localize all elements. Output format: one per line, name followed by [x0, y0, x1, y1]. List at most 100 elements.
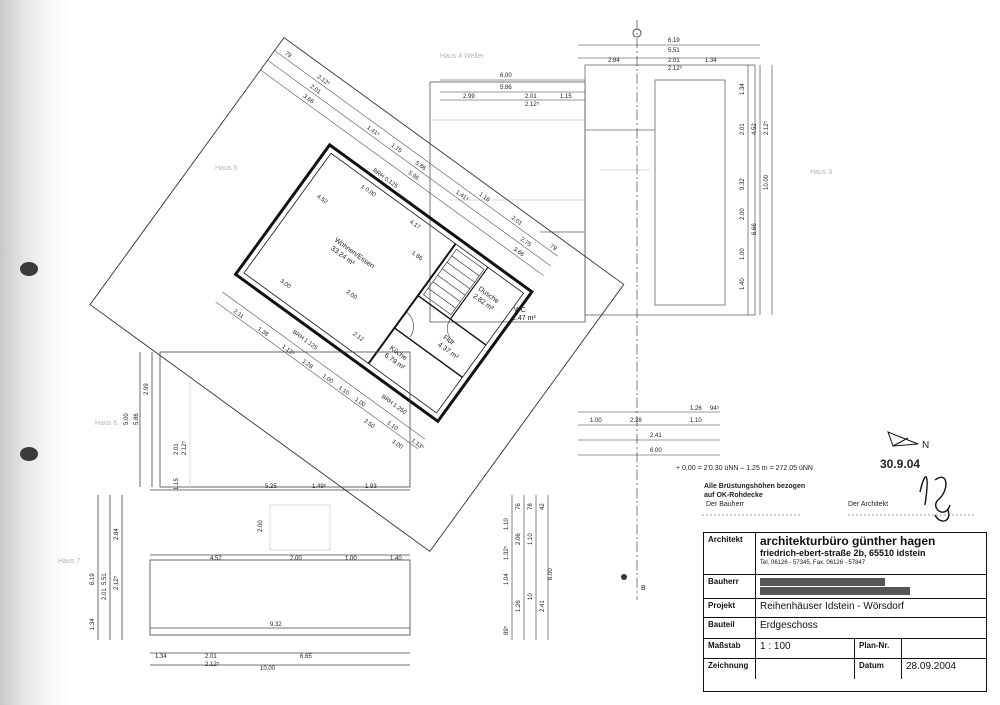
title-block: Architekt architekturbüro günther hagen … — [703, 532, 987, 692]
room-area-wc: 2.47 m² — [512, 315, 536, 322]
tb-bauherr-value-redacted — [756, 575, 986, 599]
svg-text:1.00: 1.00 — [353, 397, 367, 409]
svg-text:9.32: 9.32 — [740, 178, 746, 190]
svg-text:1.13⁵: 1.13⁵ — [410, 437, 426, 451]
svg-text:1.49⁵: 1.49⁵ — [312, 483, 327, 490]
house-outer-walls — [233, 142, 534, 424]
svg-text:4.17: 4.17 — [408, 219, 422, 231]
svg-text:± 0.00: ± 0.00 — [360, 184, 378, 199]
svg-text:2.41: 2.41 — [540, 600, 546, 612]
redacted-bar-1 — [760, 578, 885, 586]
svg-text:2.00: 2.00 — [290, 556, 302, 562]
svg-text:1.10: 1.10 — [337, 385, 351, 397]
svg-text:2.01: 2.01 — [102, 588, 108, 600]
svg-text:78: 78 — [528, 503, 534, 510]
tb-datum-label: Datum — [854, 659, 902, 679]
svg-text:1.10: 1.10 — [528, 533, 534, 545]
svg-text:89⁵: 89⁵ — [503, 625, 510, 635]
svg-text:1.26: 1.26 — [516, 600, 522, 612]
svg-text:2.12⁵: 2.12⁵ — [113, 575, 120, 590]
svg-text:1.15: 1.15 — [174, 478, 180, 490]
tb-massstab-label: Maßstab — [704, 639, 756, 659]
svg-text:5.86: 5.86 — [134, 413, 140, 425]
datum-note: + 0,00 = 2'0.30 üNN – 1.25 m = 272.05 üN… — [676, 465, 813, 472]
svg-text:1.13⁵: 1.13⁵ — [280, 343, 296, 357]
tb-plan-nr-value — [902, 639, 986, 658]
tb-zeichnung-label: Zeichnung — [704, 659, 756, 679]
north-arrow-icon — [887, 431, 919, 447]
dimension-chain-top — [440, 44, 760, 101]
plot-boundary — [89, 36, 625, 553]
neighbor-label-bottom-left: Haus 7 — [58, 558, 80, 565]
tb-bauteil-value: Erdgeschoss — [756, 618, 986, 639]
svg-text:1.32⁵: 1.32⁵ — [503, 545, 510, 560]
svg-text:1.38: 1.38 — [256, 326, 270, 338]
svg-text:1.15: 1.15 — [389, 143, 403, 155]
section-marker-bottom — [621, 574, 627, 580]
svg-text:2.01: 2.01 — [740, 123, 746, 135]
dimension-chain-bottom — [511, 495, 549, 640]
office-name: architekturbüro günther hagen — [760, 534, 936, 548]
svg-text:2.01: 2.01 — [205, 654, 217, 660]
svg-text:5.86: 5.86 — [414, 160, 428, 172]
dim-right-lower-3: 1.26 — [690, 406, 702, 412]
dim-top-right-0: 6.19 — [668, 38, 680, 44]
tb-zeichnung-row: Datum 28.09.2004 — [756, 659, 986, 679]
svg-text:3.00: 3.00 — [279, 278, 293, 290]
dim-top-0: 6.00 — [500, 73, 512, 79]
redacted-bar-2 — [760, 587, 910, 595]
dim-right-lower-2: 1.10 — [690, 418, 702, 424]
tb-zeichnung-value — [756, 659, 854, 679]
svg-text:2.12⁵: 2.12⁵ — [316, 73, 332, 87]
svg-text:5.25: 5.25 — [265, 484, 277, 490]
svg-text:2.12: 2.12 — [351, 331, 365, 343]
svg-text:2.84: 2.84 — [114, 528, 120, 540]
svg-text:1.10: 1.10 — [386, 420, 400, 432]
svg-text:9.32: 9.32 — [270, 622, 282, 628]
dim-top-2: 2.99 — [463, 94, 475, 100]
svg-text:6.19: 6.19 — [90, 573, 96, 585]
dim-top-right-4: 1.34 — [705, 58, 717, 64]
svg-text:2.75: 2.75 — [519, 237, 533, 249]
datum-date-handwritten: 30.9.04 — [880, 457, 921, 471]
svg-text:2.00: 2.00 — [258, 520, 264, 532]
svg-text:76: 76 — [516, 503, 522, 510]
svg-text:1.34: 1.34 — [90, 618, 96, 630]
svg-text:1.93: 1.93 — [365, 484, 377, 490]
dim-top-4: 1.15 — [560, 94, 572, 100]
dim-top-right-2: 2.84 — [608, 58, 620, 64]
svg-text:1.10: 1.10 — [504, 518, 510, 530]
neighbor-label-top-left: Haus 5 — [215, 165, 237, 172]
svg-text:6.66: 6.66 — [752, 223, 758, 235]
svg-text:2.12⁵: 2.12⁵ — [205, 661, 220, 668]
punch-hole-upper — [20, 262, 38, 276]
dim-right-lower-0: 1.00 — [590, 418, 602, 424]
dim-top-right-1: 5.51 — [668, 48, 680, 54]
tb-bauteil-label: Bauteil — [704, 618, 756, 639]
svg-text:1.34: 1.34 — [155, 654, 167, 660]
interior-wall — [367, 243, 457, 365]
dimension-texts-right: 1.34 2.01 4.52 2.12⁵ 10.00 9.32 6.66 2.0… — [740, 83, 770, 290]
svg-text:10.00: 10.00 — [260, 666, 276, 672]
section-mark-label: B — [641, 585, 646, 592]
svg-text:6.65: 6.65 — [300, 654, 312, 660]
svg-text:3.66: 3.66 — [512, 246, 526, 258]
dimension-texts-left-block: 5.00 5.86 2.99 2.01 2.12⁵ 1.15 — [124, 383, 188, 490]
svg-text:2.99: 2.99 — [144, 383, 150, 395]
room-name-wc: WC — [514, 307, 526, 314]
svg-text:2.06: 2.06 — [516, 533, 522, 545]
svg-text:1.86: 1.86 — [410, 250, 424, 262]
tb-architekt-label: Architekt — [704, 533, 756, 575]
svg-text:5.96: 5.96 — [407, 170, 421, 182]
tb-massstab-row: 1 : 100 Plan-Nr. — [756, 639, 986, 659]
svg-text:6.00: 6.00 — [548, 568, 554, 580]
svg-text:5.00: 5.00 — [124, 413, 130, 425]
dim-top-right-5: 2.12⁵ — [668, 65, 683, 72]
dim-right-lower-1: 2.28 — [630, 418, 642, 424]
svg-text:4.52: 4.52 — [752, 123, 758, 135]
bauherr-sign-label: Der Bauherr — [706, 501, 745, 508]
tb-projekt-label: Projekt — [704, 599, 756, 618]
svg-text:79: 79 — [283, 51, 292, 60]
neighbor-house-right — [540, 64, 756, 316]
svg-text:42: 42 — [540, 503, 546, 510]
